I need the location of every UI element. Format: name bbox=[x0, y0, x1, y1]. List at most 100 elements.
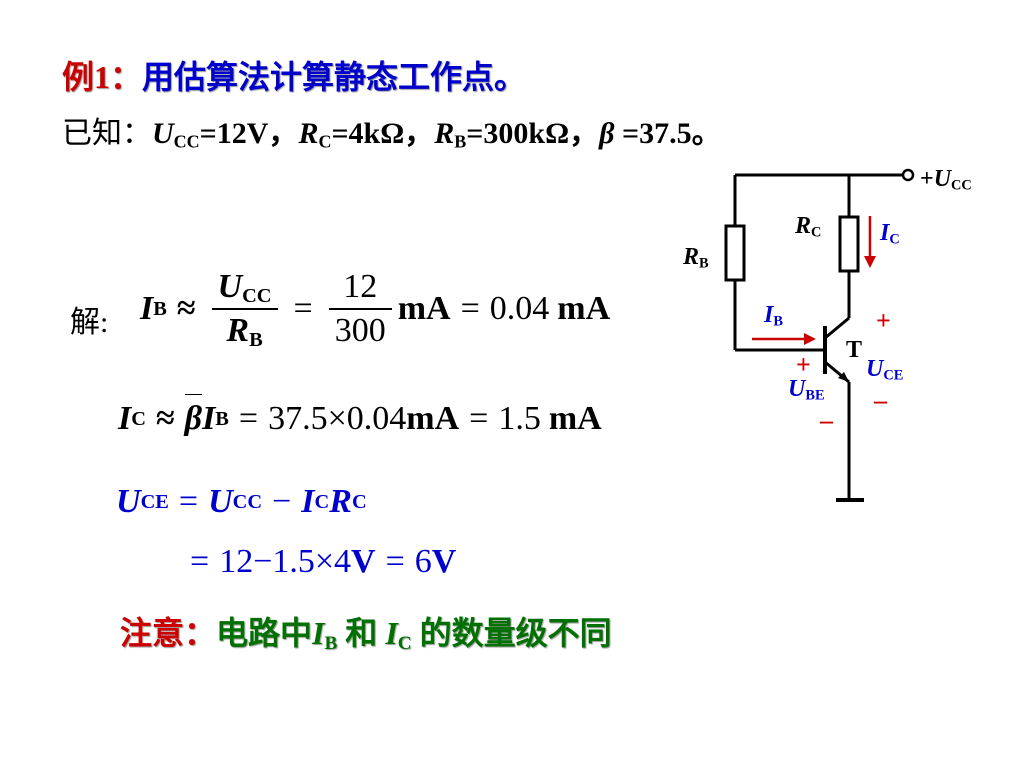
label-vcc-sub: CC bbox=[951, 177, 972, 194]
eq4-equals2: = bbox=[385, 543, 405, 580]
transistor-collector bbox=[824, 316, 850, 340]
given-ucc-sub: CC bbox=[173, 131, 200, 152]
eq1-frac2-bar bbox=[328, 308, 392, 310]
label-uce-sym: U bbox=[866, 356, 884, 382]
eq1-equals2: = bbox=[460, 290, 480, 327]
note-and: 和 bbox=[337, 615, 386, 651]
eq1-unit2: mA bbox=[557, 290, 611, 327]
label-vcc-plus: + bbox=[920, 166, 934, 192]
eq2-equals2: = bbox=[469, 400, 489, 437]
label-uce-minus: – bbox=[874, 386, 887, 415]
eq2-expr: 37.5×0.04 bbox=[268, 400, 407, 437]
note-ic-sym: I bbox=[385, 615, 398, 651]
eq3-lhs-sym: U bbox=[116, 483, 141, 520]
eq3-equals: = bbox=[178, 483, 199, 520]
label-ic-sym: I bbox=[880, 220, 890, 246]
given-line: 已知：UCC=12V，RC=4kΩ，RB=300kΩ，β =37.5。 bbox=[62, 108, 722, 152]
label-ic-sub: C bbox=[889, 231, 900, 248]
label-ic: IC bbox=[880, 220, 900, 247]
eq2-unit1: mA bbox=[406, 400, 460, 437]
label-ib-sub: B bbox=[773, 313, 783, 330]
eq1-fraction-numeric: 12 300 bbox=[328, 268, 392, 350]
eq2-rhs-sym: I bbox=[202, 400, 216, 437]
eq2-unit2: mA bbox=[548, 400, 602, 437]
eq2-approx: ≈ bbox=[155, 400, 175, 437]
eq1-result: 0.04 bbox=[489, 290, 550, 327]
eq2-beta: β bbox=[184, 394, 203, 438]
eq4-unit1: V bbox=[351, 543, 376, 580]
eq1-frac1-num-sym: U bbox=[217, 268, 243, 305]
note-line: 注意：电路中IB 和 IC 的数量级不同 bbox=[120, 608, 612, 654]
title-line: 例1：用估算法计算静态工作点。 bbox=[62, 52, 526, 98]
solution-label: 解: bbox=[70, 306, 109, 339]
eq4-unit2: V bbox=[431, 543, 457, 580]
eq1-unit1: mA bbox=[397, 290, 451, 327]
eq3-t2-sym: I bbox=[301, 483, 315, 520]
label-ube: UBE bbox=[788, 376, 825, 403]
eq1-frac1-den-sym: R bbox=[226, 312, 250, 349]
ib-arrow bbox=[752, 333, 816, 345]
eq2-equals: = bbox=[238, 400, 259, 437]
label-vcc: +UCC bbox=[920, 166, 972, 193]
eq1-frac1-num-sub: CC bbox=[242, 285, 272, 308]
resistor-rb bbox=[724, 224, 746, 282]
label-uce-plus: + bbox=[876, 306, 891, 335]
equation-ib: I B ≈ UCC RB = 12 300 mA = 0.04 mA bbox=[140, 268, 611, 352]
eq2-lhs-sym: I bbox=[118, 400, 132, 437]
given-rb-sym: R bbox=[434, 117, 455, 150]
note-ib-sub: B bbox=[324, 632, 338, 654]
note-text2: 的数量级不同 bbox=[411, 615, 612, 651]
given-rc-val: =4kΩ， bbox=[331, 117, 435, 150]
vcc-terminal bbox=[901, 168, 915, 182]
label-ube-sym: U bbox=[788, 376, 806, 402]
label-ube-minus: – bbox=[820, 406, 833, 435]
given-rb-sub: B bbox=[454, 131, 467, 152]
given-beta-val: =37.5。 bbox=[614, 117, 722, 150]
eq1-frac2-num: 12 bbox=[343, 268, 378, 305]
label-rc-sym: R bbox=[795, 213, 812, 239]
label-vcc-sym: U bbox=[933, 166, 952, 192]
label-ib: IB bbox=[764, 302, 783, 329]
note-label: 注意： bbox=[120, 615, 217, 651]
eq1-fraction-symbolic: UCC RB bbox=[211, 268, 278, 352]
given-rc-sub: C bbox=[318, 131, 332, 152]
eq1-approx: ≈ bbox=[176, 290, 196, 327]
given-rc-sym: R bbox=[298, 117, 319, 150]
label-rb-sym: R bbox=[683, 244, 700, 270]
title-text: 用估算法计算静态工作点。 bbox=[142, 59, 527, 95]
label-ube-sub: BE bbox=[805, 387, 825, 404]
eq3-t3-sym: R bbox=[329, 483, 352, 520]
given-ucc-val: =12V， bbox=[199, 117, 299, 150]
eq2-beta-sym: β bbox=[184, 400, 203, 437]
note-ic-sub: C bbox=[397, 632, 412, 654]
eq2-beta-bar bbox=[184, 394, 203, 395]
note-text1: 电路中 bbox=[216, 615, 313, 651]
eq1-frac2-den: 300 bbox=[334, 312, 386, 349]
given-prefix: 已知： bbox=[62, 117, 152, 150]
note-ib-sym: I bbox=[312, 615, 325, 651]
emitter-arrow bbox=[838, 372, 849, 382]
eq4-equals: = bbox=[190, 543, 210, 580]
eq1-lhs-sym: I bbox=[140, 290, 154, 327]
given-beta-sym: β bbox=[599, 117, 615, 150]
eq4-expr: 12−1.5×4 bbox=[219, 543, 352, 580]
example-label: 例1： bbox=[62, 59, 143, 95]
label-transistor: T bbox=[846, 337, 863, 363]
eq1-equals: = bbox=[293, 290, 313, 327]
eq3-minus: − bbox=[272, 483, 292, 520]
equation-uce-value: = 12−1.5×4 V = 6 V bbox=[190, 543, 456, 581]
eq2-result: 1.5 bbox=[498, 400, 541, 437]
given-ucc-sym: U bbox=[152, 117, 174, 150]
eq1-frac1-den-sub: B bbox=[249, 329, 263, 352]
label-rc: RC bbox=[795, 213, 821, 240]
eq3-t1-sym: U bbox=[208, 483, 233, 520]
label-ib-sym: I bbox=[764, 302, 774, 328]
label-uce-sub: CE bbox=[883, 367, 904, 384]
ic-arrow bbox=[864, 216, 876, 268]
label-rc-sub: C bbox=[811, 224, 822, 241]
label-ube-plus: + bbox=[796, 350, 811, 379]
eq4-result: 6 bbox=[414, 543, 432, 580]
